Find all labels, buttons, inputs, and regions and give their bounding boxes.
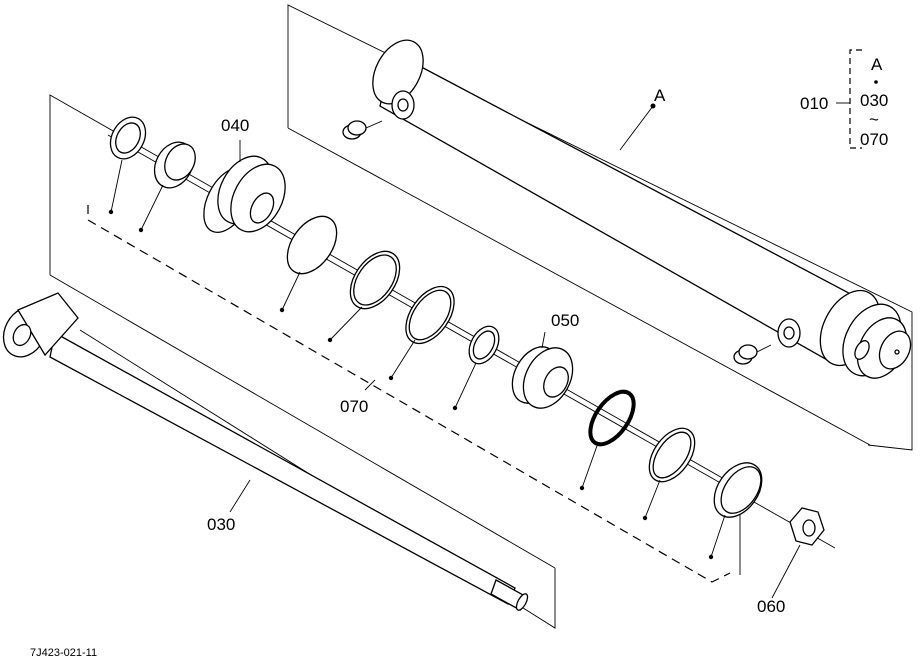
assembly-bracket [836, 49, 862, 149]
bracket-item-from: 030 [860, 91, 888, 110]
bracket-assembly-number: 010 [800, 94, 828, 113]
bracket-dot [874, 80, 878, 84]
label-060: 060 [757, 597, 785, 616]
o-ring-2 [349, 250, 401, 310]
backup-ring [468, 325, 500, 365]
leader-lines [108, 103, 801, 599]
label-040: 040 [221, 116, 249, 135]
piston-050 [511, 346, 574, 409]
bracket-item-to: 070 [860, 130, 888, 149]
cylinder-tube [372, 39, 912, 379]
label-050: 050 [551, 311, 579, 330]
figure-code: 7J423-021-11 [30, 647, 97, 659]
seal-set-frame [49, 94, 741, 629]
seal-ring-2 [153, 141, 196, 189]
bracket-tilde: ~ [869, 110, 879, 129]
wear-ring-1 [648, 427, 696, 483]
label-070: 070 [340, 397, 368, 416]
seal-ring-1 [109, 116, 147, 160]
o-ring-3 [405, 285, 455, 345]
cylinder-tube-frame [287, 4, 913, 451]
wear-ring-2 [713, 462, 763, 518]
label-030: 030 [207, 515, 235, 534]
piston-seal-black [588, 389, 636, 447]
label-a: A [654, 86, 666, 105]
o-ring-1 [286, 215, 338, 275]
port-plug-upper [342, 120, 383, 140]
nut-060 [789, 507, 825, 546]
bracket-item-a: A [871, 55, 883, 74]
seal-group-dashed-bracket [87, 205, 731, 583]
rod-guide-040 [203, 155, 286, 233]
port-plug-lower [733, 344, 772, 365]
piston-rod [2, 292, 529, 611]
